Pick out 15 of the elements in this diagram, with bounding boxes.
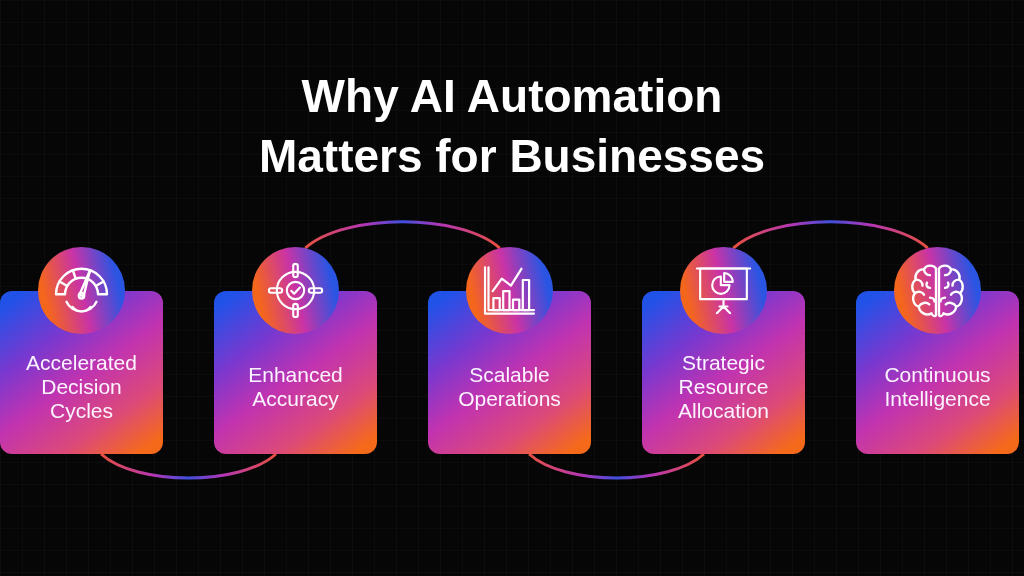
connector-curve — [528, 452, 705, 480]
step-label: Continuous Intelligence — [883, 362, 992, 411]
step-label: Strategic Resource Allocation — [676, 350, 771, 423]
step-label: Scalable Operations — [457, 362, 562, 411]
step-card — [428, 247, 591, 454]
connector-curve — [304, 220, 501, 250]
connector-curve — [732, 220, 929, 250]
step-card — [0, 247, 163, 454]
title: Why AI Automation Matters for Businesses — [257, 69, 767, 184]
step-label: Accelerated Decision Cycles — [25, 350, 138, 423]
step-card — [642, 247, 805, 454]
step-card — [856, 247, 1019, 454]
step-label: Enhanced Accuracy — [247, 362, 344, 411]
connector-curve — [100, 452, 277, 480]
step-card — [214, 247, 377, 454]
